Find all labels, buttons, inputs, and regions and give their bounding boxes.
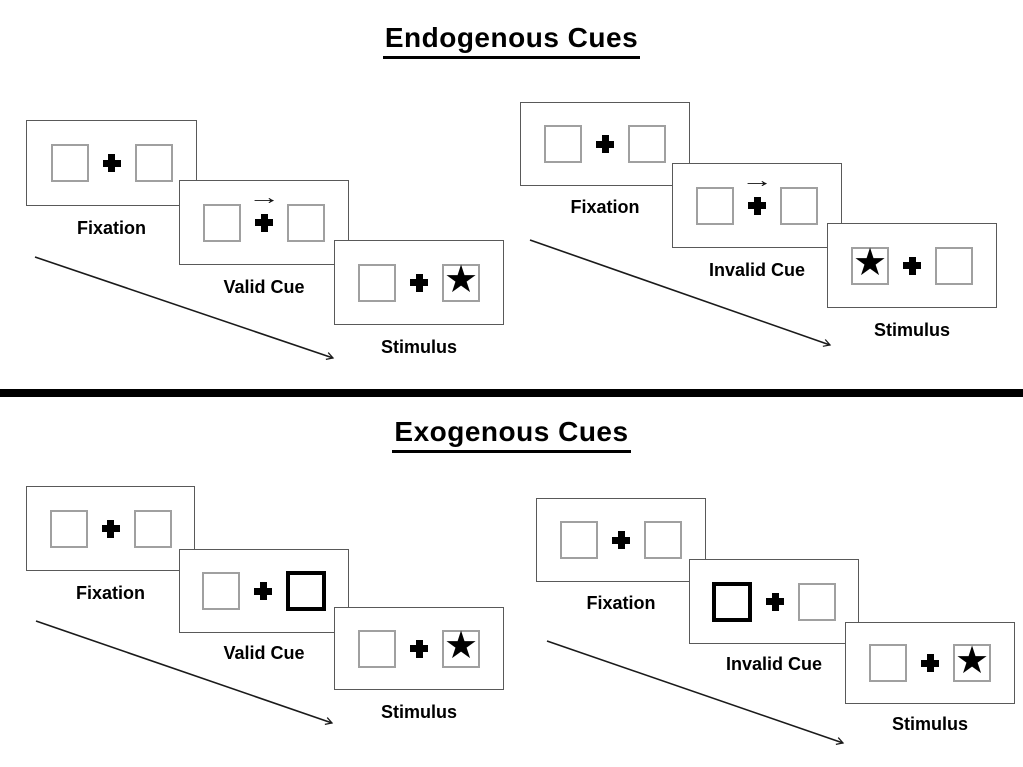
fixation-cross-icon <box>903 256 921 275</box>
star-icon: ★ <box>852 242 888 284</box>
sequence-arrow <box>34 256 335 361</box>
right-box-with-star: ★ <box>442 259 480 302</box>
section-title-exogenous: Exogenous Cues <box>0 416 1023 453</box>
star-icon: ★ <box>954 639 990 682</box>
right-box <box>780 186 818 225</box>
right-box <box>134 144 173 182</box>
left-box <box>696 186 734 225</box>
panel-valid-cue: → <box>179 180 349 265</box>
panel-invalid-cue: → <box>672 163 842 248</box>
fixation-cross-icon <box>596 135 614 153</box>
panel-invalid-cue <box>689 559 859 644</box>
panel-label: Fixation <box>570 197 640 217</box>
right-box-with-star: ★ <box>442 625 480 668</box>
fixation-cross-icon <box>101 519 120 538</box>
panel-label: Stimulus <box>380 702 457 722</box>
sequence-arrow <box>529 239 832 347</box>
left-box-with-star: ★ <box>851 242 889 285</box>
fixation-cross-icon <box>102 154 121 172</box>
fixation-cross-icon <box>612 531 630 549</box>
panel-label: Valid Cue <box>223 643 305 663</box>
fixation-cross-icon: → <box>741 170 773 215</box>
section-title-text: Exogenous Cues <box>392 416 631 453</box>
section-title-text: Endogenous Cues <box>382 22 641 59</box>
panel-label: Fixation <box>586 593 656 613</box>
left-box-highlighted <box>712 581 752 622</box>
panel-label: Stimulus <box>891 714 968 734</box>
sequence-arrow <box>35 620 334 725</box>
left-box <box>560 521 598 559</box>
right-box <box>644 521 682 559</box>
fixation-cross-icon <box>410 639 428 658</box>
star-icon: ★ <box>443 625 479 667</box>
panel-stimulus: ★ <box>334 607 504 690</box>
left-box <box>869 644 907 682</box>
left-box <box>544 125 582 163</box>
right-box <box>628 125 666 163</box>
right-box-with-star: ★ <box>953 639 991 682</box>
fixation-cross-icon <box>766 592 784 611</box>
panel-stimulus: ★ <box>827 223 997 308</box>
panel-fixation <box>520 102 690 186</box>
section-divider <box>0 389 1023 397</box>
fixation-cross-icon <box>921 654 939 672</box>
left-box <box>203 203 241 242</box>
panel-fixation <box>26 120 197 206</box>
left-box <box>50 144 89 182</box>
section-title-endogenous: Endogenous Cues <box>0 22 1023 59</box>
right-box <box>287 203 325 242</box>
left-box <box>49 509 88 548</box>
panel-fixation <box>26 486 195 571</box>
fixation-cross-icon <box>254 582 272 600</box>
fixation-cross-icon: → <box>248 187 280 232</box>
panel-label: Invalid Cue <box>708 260 806 280</box>
panel-label: Fixation <box>76 218 146 238</box>
panel-label: Invalid Cue <box>725 654 823 674</box>
panel-valid-cue <box>179 549 349 633</box>
cue-arrow-icon: → <box>247 185 281 209</box>
panel-label: Fixation <box>75 583 145 603</box>
left-box <box>358 629 396 668</box>
panel-fixation <box>536 498 706 582</box>
panel-stimulus: ★ <box>845 622 1015 704</box>
right-box-highlighted <box>286 571 326 611</box>
panel-label: Valid Cue <box>223 277 305 297</box>
panel-label: Stimulus <box>380 337 457 357</box>
right-box <box>133 509 172 548</box>
left-box <box>202 572 240 610</box>
cue-arrow-icon: → <box>740 168 774 192</box>
right-box <box>798 582 836 621</box>
panel-stimulus: ★ <box>334 240 504 325</box>
panel-label: Stimulus <box>873 320 950 340</box>
right-box <box>935 246 973 285</box>
star-icon: ★ <box>443 259 479 301</box>
left-box <box>358 263 396 302</box>
fixation-cross-icon <box>410 273 428 292</box>
